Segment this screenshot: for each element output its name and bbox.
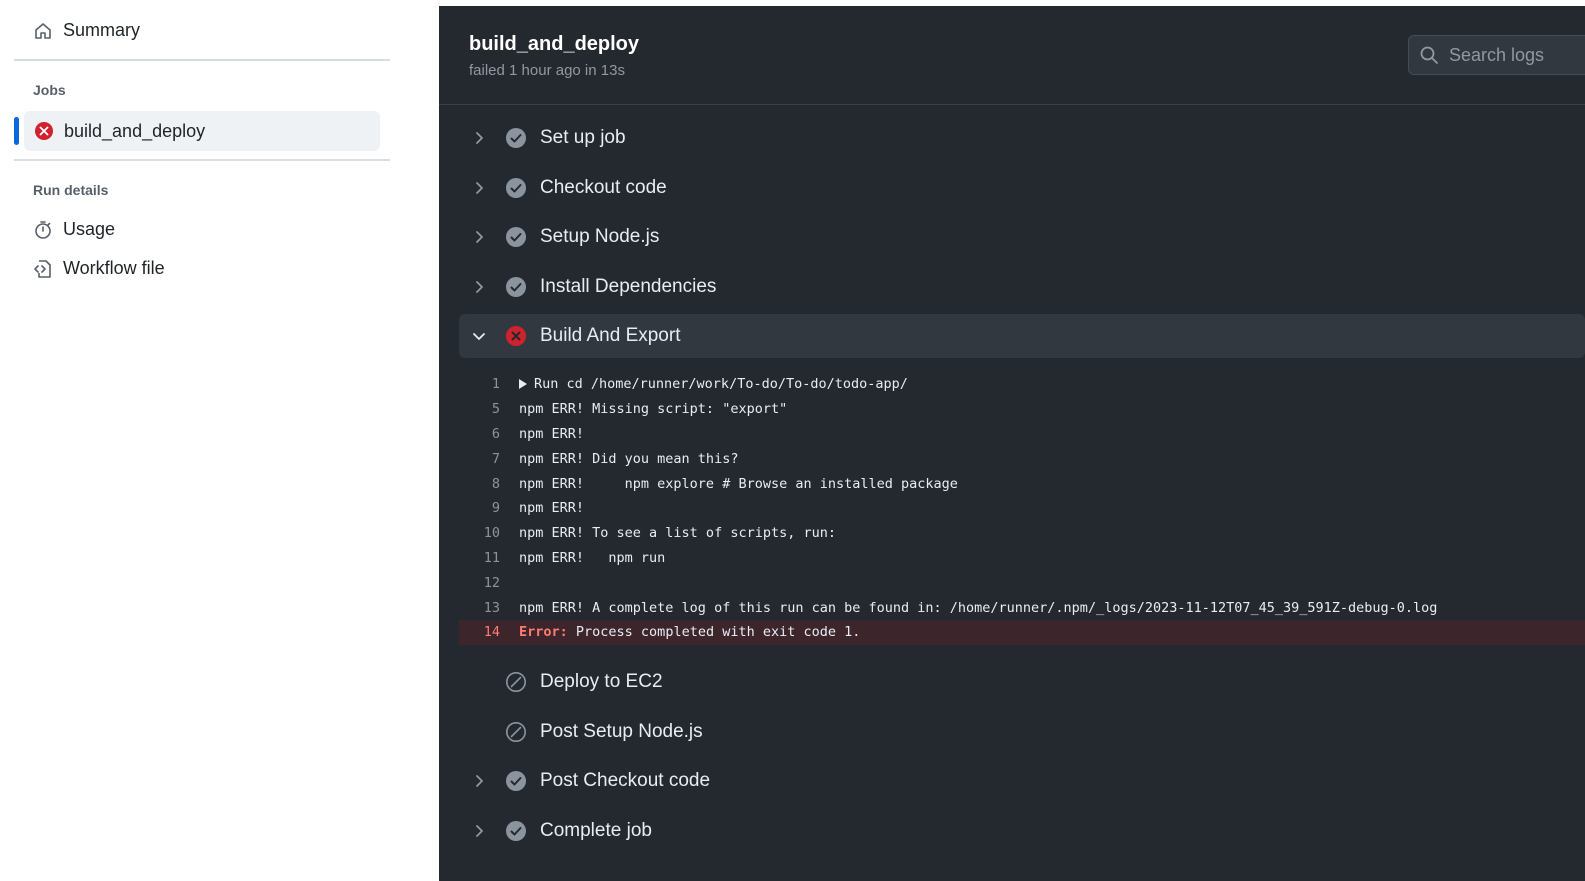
- job-item-build-and-deploy[interactable]: build_and_deploy: [24, 111, 380, 151]
- log-text: npm ERR! Missing script: "export": [519, 401, 788, 418]
- divider: [14, 59, 390, 61]
- job-header: build_and_deploy failed 1 hour ago in 13…: [439, 6, 1585, 105]
- line-number[interactable]: 14: [483, 624, 500, 641]
- divider: [14, 159, 390, 161]
- line-number[interactable]: 9: [491, 500, 500, 517]
- line-number[interactable]: 13: [483, 599, 500, 616]
- log-line[interactable]: 12: [459, 570, 1585, 595]
- step-label: Deploy to EC2: [540, 671, 663, 692]
- log-line[interactable]: 13 npm ERR! A complete log of this run c…: [459, 595, 1585, 620]
- chevron-right-icon: [459, 130, 499, 146]
- log-text: Run cd /home/runner/work/To-do/To-do/tod…: [534, 376, 908, 393]
- log-line[interactable]: 8 npm ERR! npm explore # Browse an insta…: [459, 471, 1585, 496]
- job-title: build_and_deploy: [469, 33, 640, 55]
- line-number[interactable]: 11: [483, 549, 500, 566]
- jobs-heading: Jobs: [33, 82, 66, 98]
- usage-label: Usage: [63, 219, 116, 239]
- step-complete-job[interactable]: Complete job: [459, 809, 1585, 853]
- line-number[interactable]: 5: [491, 401, 500, 418]
- log-line[interactable]: 7 npm ERR! Did you mean this?: [459, 446, 1585, 471]
- log-text: npm ERR! To see a list of scripts, run:: [519, 525, 836, 542]
- workflow-file-label: Workflow file: [63, 258, 165, 278]
- log-text: npm ERR! npm run: [519, 549, 666, 566]
- step-build-and-export[interactable]: Build And Export: [459, 314, 1585, 358]
- log-line-error[interactable]: 14 Error: Process completed with exit co…: [459, 619, 1585, 645]
- step-install-dependencies[interactable]: Install Dependencies: [459, 265, 1585, 309]
- job-log-panel: build_and_deploy failed 1 hour ago in 13…: [439, 6, 1585, 881]
- log-text: npm ERR! Did you mean this?: [519, 450, 739, 467]
- line-number[interactable]: 8: [491, 475, 500, 492]
- failure-icon: [35, 122, 53, 140]
- log-line[interactable]: 11 npm ERR! npm run: [459, 546, 1585, 571]
- chevron-right-icon: [459, 773, 499, 789]
- expand-triangle-icon[interactable]: [519, 379, 527, 390]
- log-output: 1 Run cd /home/runner/work/To-do/To-do/t…: [459, 372, 1585, 645]
- step-post-checkout-code[interactable]: Post Checkout code: [459, 759, 1585, 803]
- step-set-up-job[interactable]: Set up job: [459, 116, 1585, 160]
- step-label: Set up job: [540, 127, 626, 148]
- step-label: Post Setup Node.js: [540, 721, 703, 742]
- log-text: npm ERR! npm explore # Browse an install…: [519, 475, 958, 492]
- log-line[interactable]: 6 npm ERR!: [459, 422, 1585, 447]
- log-text: Process completed with exit code 1.: [567, 624, 861, 641]
- chevron-right-icon: [459, 823, 499, 839]
- step-label: Complete job: [540, 820, 652, 841]
- usage-link[interactable]: Usage: [33, 219, 115, 240]
- workflow-file-link[interactable]: Workflow file: [33, 258, 165, 279]
- chevron-down-icon: [459, 328, 499, 344]
- home-icon: [35, 22, 51, 39]
- chevron-right-icon: [459, 279, 499, 295]
- step-label: Setup Node.js: [540, 226, 660, 247]
- success-icon: [505, 820, 533, 842]
- skipped-icon: [505, 671, 533, 693]
- log-line[interactable]: 5 npm ERR! Missing script: "export": [459, 397, 1585, 422]
- file-code-icon: [34, 259, 51, 278]
- log-line[interactable]: 9 npm ERR!: [459, 496, 1585, 521]
- line-number[interactable]: 6: [491, 425, 500, 442]
- line-number[interactable]: 10: [483, 525, 500, 542]
- step-post-setup-node[interactable]: Post Setup Node.js: [459, 710, 1585, 754]
- success-icon: [505, 276, 533, 298]
- step-checkout-code[interactable]: Checkout code: [459, 166, 1585, 210]
- log-line[interactable]: 1 Run cd /home/runner/work/To-do/To-do/t…: [459, 372, 1585, 397]
- active-indicator: [14, 117, 19, 145]
- sidebar: Summary Jobs build_and_deploy Run detail…: [0, 0, 439, 881]
- step-label: Build And Export: [540, 325, 681, 346]
- success-icon: [505, 226, 533, 248]
- search-logs[interactable]: [1408, 35, 1585, 75]
- job-name: build_and_deploy: [64, 120, 206, 141]
- step-deploy-to-ec2[interactable]: Deploy to EC2: [459, 660, 1585, 704]
- log-text: npm ERR!: [519, 500, 585, 517]
- line-number[interactable]: 1: [491, 376, 500, 393]
- summary-link[interactable]: Summary: [33, 20, 140, 41]
- search-icon: [1420, 46, 1438, 64]
- success-icon: [505, 770, 533, 792]
- step-label: Post Checkout code: [540, 770, 711, 791]
- line-number[interactable]: 12: [483, 574, 500, 591]
- chevron-right-icon: [459, 180, 499, 196]
- success-icon: [505, 127, 533, 149]
- step-label: Checkout code: [540, 177, 667, 198]
- log-text: npm ERR!: [519, 425, 585, 442]
- log-text: npm ERR! A complete log of this run can …: [519, 599, 1438, 616]
- success-icon: [505, 177, 533, 199]
- search-logs-input[interactable]: [1449, 44, 1585, 66]
- summary-label: Summary: [63, 20, 141, 40]
- skipped-icon: [505, 721, 533, 743]
- failure-icon: [505, 325, 533, 347]
- step-setup-node[interactable]: Setup Node.js: [459, 215, 1585, 259]
- error-label: Error:: [519, 624, 568, 641]
- chevron-right-icon: [459, 229, 499, 245]
- line-number[interactable]: 7: [491, 450, 500, 467]
- stopwatch-icon: [35, 220, 51, 239]
- step-label: Install Dependencies: [540, 276, 717, 297]
- job-meta: failed 1 hour ago in 13s: [469, 62, 625, 79]
- log-line[interactable]: 10 npm ERR! To see a list of scripts, ru…: [459, 521, 1585, 546]
- run-details-heading: Run details: [33, 182, 109, 198]
